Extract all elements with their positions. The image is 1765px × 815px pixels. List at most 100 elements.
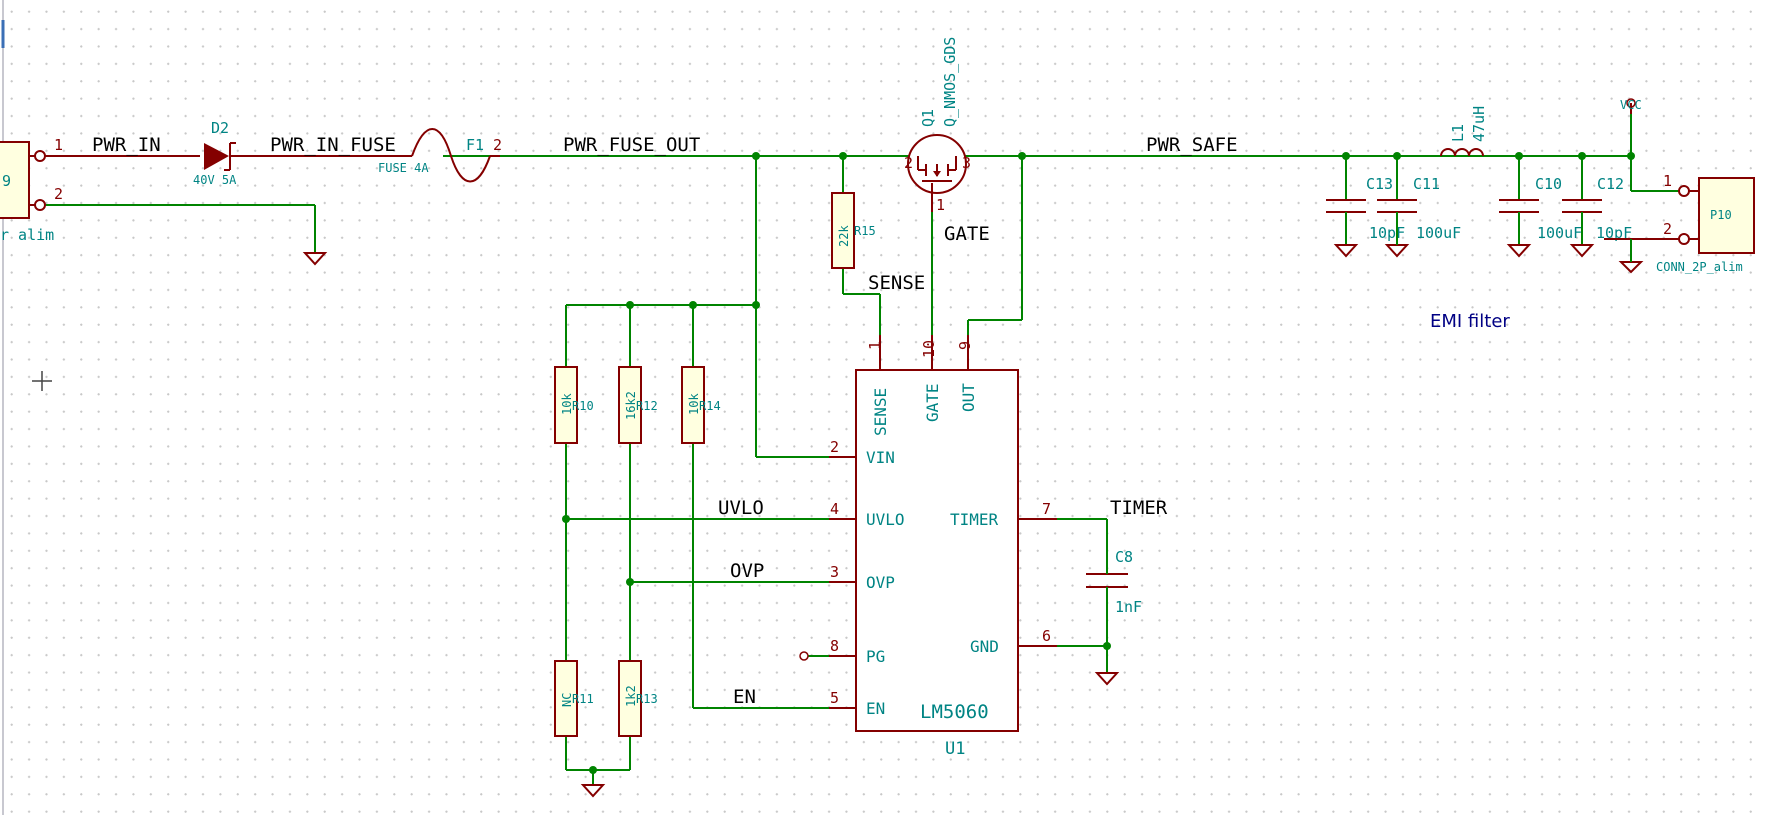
r10-ref: R10 (572, 399, 594, 413)
c8-value: 1nF (1115, 598, 1142, 616)
net-gate: GATE (944, 223, 990, 245)
input-connector-value: r alim (0, 226, 54, 244)
u1-pin-name-sense: SENSE (871, 388, 890, 436)
ground-icon-c11 (1384, 244, 1410, 258)
u1-pin-name-out: OUT (959, 383, 978, 412)
u1-pin-name-vin: VIN (866, 448, 895, 467)
l1-ref: L1 (1449, 124, 1467, 142)
u1-pin-num-pg: 8 (830, 637, 839, 655)
u1-pin-name-en: EN (866, 699, 885, 718)
r14-ref: R14 (699, 399, 721, 413)
ic-u1[interactable]: 1 10 9 2 4 3 8 5 7 6 SENSE GATE OUT VIN … (799, 335, 1057, 759)
ground-icon-c8 (1094, 672, 1120, 686)
input-connector-pin1: 1 (54, 136, 63, 154)
diode-d2[interactable]: D2 40V 5A (193, 119, 237, 187)
q1-pin-source: 3 (962, 154, 971, 172)
resistor-r12[interactable]: 16k2 R12 (618, 366, 658, 444)
c12-ref: C12 (1597, 175, 1624, 193)
d2-ref: D2 (211, 119, 229, 137)
resistor-r15[interactable]: 22k R15 (831, 192, 876, 269)
r15-value: 22k (837, 225, 851, 247)
u1-pin-num-gnd: 6 (1042, 627, 1051, 645)
resistor-r13[interactable]: 1k2 R13 (618, 660, 658, 737)
u1-pin-num-timer: 7 (1042, 500, 1051, 518)
net-en: EN (733, 686, 756, 708)
p10-value: CONN_2P_alim (1656, 260, 1743, 274)
u1-pin-num-gate: 10 (920, 340, 938, 358)
inductor-l1[interactable]: L1 47uH (1440, 106, 1488, 157)
u1-ref: U1 (945, 739, 965, 759)
c13-ref: C13 (1366, 175, 1393, 193)
capacitor-c11[interactable]: C11 100uF (1377, 156, 1461, 242)
resistor-r10[interactable]: 10k R10 (554, 366, 594, 444)
net-pwr-in-fuse: PWR_IN_FUSE (270, 134, 396, 156)
f1-ref: F1 (466, 136, 484, 154)
r14-value: 10k (687, 393, 701, 415)
net-timer: TIMER (1110, 497, 1168, 519)
output-connector-p10[interactable]: 1 2 P10 CONN_2P_alim (1604, 172, 1755, 274)
u1-pin-num-sense: 1 (866, 341, 884, 350)
ground-icon-j (302, 252, 328, 266)
c10-value: 100uF (1537, 224, 1582, 242)
input-connector[interactable]: 1 2 9 r alim (0, 136, 90, 244)
f1-pin2: 2 (493, 136, 502, 154)
c10-ref: C10 (1535, 175, 1562, 193)
u1-pin-name-gnd: GND (970, 637, 999, 656)
net-sense: SENSE (868, 272, 925, 294)
c11-ref: C11 (1413, 175, 1440, 193)
net-pwr-fuse-out: PWR_FUSE_OUT (563, 134, 700, 156)
input-connector-ref: 9 (2, 172, 11, 190)
p10-pin1: 1 (1663, 172, 1672, 190)
r15-ref: R15 (854, 224, 876, 238)
u1-pin-name-pg: PG (866, 647, 885, 666)
vcc-label: VCC (1620, 98, 1642, 112)
fuse-f1[interactable]: F1 FUSE 4A 2 (378, 128, 502, 183)
resistor-r11[interactable]: NC R11 (554, 660, 594, 737)
note-emi-filter: EMI filter (1430, 311, 1510, 332)
resistor-r14[interactable]: 10k R14 (681, 366, 721, 444)
q1-pin-gate: 1 (936, 196, 945, 214)
capacitor-c13[interactable]: C13 10pF (1326, 156, 1405, 258)
capacitor-c12[interactable]: C12 10pF (1562, 156, 1632, 258)
r11-ref: R11 (572, 692, 594, 706)
u1-pin-num-uvlo: 4 (830, 500, 839, 518)
junctions (562, 152, 1635, 774)
u1-pin-name-ovp: OVP (866, 573, 895, 592)
u1-pin-num-vin: 2 (830, 438, 839, 456)
u1-pin-num-ovp: 3 (830, 563, 839, 581)
q1-pin-drain: 2 (904, 154, 913, 172)
vcc-symbol: VCC (1620, 98, 1642, 114)
net-ovp: OVP (730, 560, 764, 582)
c8-ref: C8 (1115, 548, 1133, 566)
net-uvlo: UVLO (718, 497, 764, 519)
p10-pin2: 2 (1663, 220, 1672, 238)
capacitor-c8[interactable]: C8 1nF (1086, 548, 1142, 616)
capacitor-c10[interactable]: C10 100uF (1499, 156, 1582, 258)
u1-pin-num-out: 9 (956, 341, 974, 350)
u1-pin-name-uvlo: UVLO (866, 510, 905, 529)
r10-value: 10k (560, 393, 574, 415)
u1-pin-name-gate: GATE (923, 383, 942, 422)
d2-value: 40V 5A (193, 173, 237, 187)
q1-ref: Q1 (919, 109, 937, 127)
f1-value: FUSE 4A (378, 161, 429, 175)
p10-ground-icon (1618, 261, 1644, 274)
mosfet-q1[interactable]: 2 3 1 Q1 Q_NMOS_GDS (903, 37, 971, 214)
ground-icon-divider (580, 784, 606, 798)
q1-value: Q_NMOS_GDS (941, 37, 959, 127)
r12-ref: R12 (636, 399, 658, 413)
p10-ref: P10 (1710, 208, 1732, 222)
r12-value: 16k2 (624, 391, 638, 420)
u1-pin-num-en: 5 (830, 689, 839, 707)
net-pwr-in: PWR_IN (92, 134, 161, 156)
r13-value: 1k2 (624, 685, 638, 707)
c12-value: 10pF (1596, 224, 1632, 242)
input-connector-pin2: 2 (54, 185, 63, 203)
r13-ref: R13 (636, 692, 658, 706)
u1-value: LM5060 (920, 701, 989, 723)
c13-value: 10pF (1369, 224, 1405, 242)
net-pwr-safe: PWR_SAFE (1146, 134, 1238, 156)
r11-value: NC (560, 693, 574, 707)
